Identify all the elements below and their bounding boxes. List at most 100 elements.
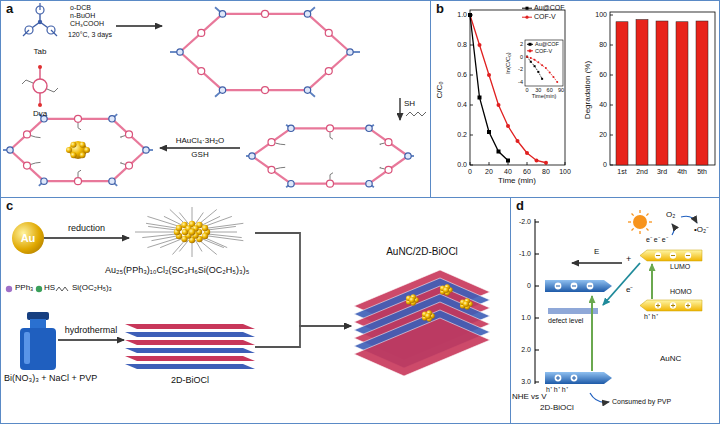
text-label: 2nd [636, 168, 648, 176]
tick-mark [535, 382, 539, 383]
text-label: 0 [525, 87, 528, 93]
text-label: -1.0 [519, 250, 531, 258]
data-point [525, 151, 529, 155]
panel-frame: b [430, 0, 720, 198]
ligand-ball [36, 286, 42, 292]
data-bar [656, 21, 668, 165]
node-text: Au [21, 232, 36, 244]
linker-ring [126, 131, 133, 138]
text-label: Degradation (%) [584, 61, 593, 119]
data-point [549, 72, 551, 74]
text-label: + [626, 255, 631, 265]
electron-sign [572, 286, 576, 287]
tick-mark [565, 162, 566, 165]
text-label: 4th [677, 168, 687, 176]
text-label: 1.0 [521, 314, 531, 322]
electron [655, 252, 661, 258]
legend-sample [525, 16, 528, 19]
sun-ray [628, 221, 631, 222]
imine-link [10, 150, 44, 181]
data-point [506, 159, 510, 163]
data-point [535, 159, 539, 163]
legend-text: Au@COF [534, 4, 564, 12]
flow-arrow [255, 326, 351, 347]
valence-band [545, 372, 612, 384]
thiol-chain [406, 112, 426, 116]
gold-particle: Au [12, 222, 44, 254]
aldehyde-group [38, 65, 42, 69]
nitrogen-atom [38, 20, 42, 24]
reaction-arrow [681, 216, 697, 223]
vinyl-group [330, 173, 333, 180]
amine-node [219, 11, 225, 17]
text-label: 60 [547, 87, 553, 93]
reactor-vessel: Bi(NO₃)₃ + NaCl + PVP [18, 310, 58, 370]
data-point [487, 73, 491, 77]
ligand-bond [135, 232, 178, 233]
linker-ring [385, 166, 392, 173]
data-point [534, 59, 536, 61]
text-label: 0 [520, 54, 523, 60]
ligand-bond [147, 216, 181, 227]
data-point [541, 78, 543, 80]
data-bar [636, 20, 648, 166]
tick-mark [527, 162, 528, 165]
text-label: o-DCB [70, 4, 91, 12]
gold-atom [176, 225, 182, 231]
imine-link [369, 128, 408, 156]
amine-node [366, 181, 372, 187]
text-label: e⁻ e⁻ e⁻ [646, 236, 668, 244]
tick-mark [610, 45, 613, 46]
legend-text: COF-V [534, 13, 556, 21]
node-text: Au₂₅(PPh₃)₁₀Cl₂(SC₃H₆Si(OC₂H₅)₃)₅ [105, 266, 249, 276]
text-label: GSH [191, 151, 208, 160]
data-point [552, 76, 554, 78]
text-label: Consumed by PVP [612, 398, 671, 406]
text-label: 60 [523, 168, 531, 176]
defect-band [548, 308, 598, 314]
excitation-arrow [651, 264, 653, 299]
edge-label: hydrothermal [63, 326, 120, 336]
gold-atom [80, 142, 86, 148]
legend-sample [526, 7, 529, 10]
text-label: CH₃COOH [70, 20, 104, 28]
inset-frame [525, 40, 563, 86]
data-point [478, 96, 482, 100]
panel-letter: c [6, 199, 13, 213]
amine-node [249, 153, 255, 159]
plot-frame [470, 10, 565, 165]
cluster-structure: Au₂₅(PPh₃)₁₀Cl₂(SC₃H₆Si(OC₂H₅)₃)₅ [130, 204, 255, 262]
gold-atom [84, 147, 90, 153]
linker-ring [327, 125, 334, 132]
hole [685, 302, 691, 308]
amine-node [366, 125, 372, 131]
electron-sign [588, 286, 592, 287]
text-label: Tab [34, 48, 47, 57]
vinyl-group [275, 143, 285, 145]
text-label: C/C₀ [436, 81, 445, 98]
crystal-layer [125, 364, 255, 369]
sun-ray [639, 231, 640, 234]
amine-group [51, 30, 57, 36]
tick-mark [610, 105, 613, 106]
vessel-body [20, 328, 56, 370]
gold-atom [202, 225, 208, 231]
tick-mark [610, 165, 613, 166]
linker-ring [126, 162, 133, 169]
text-label: HS [44, 284, 55, 293]
data-point [478, 43, 482, 47]
text-label: 1.0 [457, 11, 467, 19]
vinyl-group [78, 170, 81, 177]
text-label: 0.0 [457, 161, 467, 169]
electron [571, 283, 578, 290]
sun-ray [649, 221, 652, 222]
text-label: -4 [518, 79, 523, 85]
amine-node [143, 147, 149, 153]
text-label: HOMO [670, 288, 692, 296]
benzene-ring [33, 79, 47, 93]
ligand-bond [146, 223, 179, 228]
field-arrow [572, 262, 622, 263]
sun-ray [646, 214, 648, 216]
nanosheet-stack: 2D-BiOCl [125, 322, 255, 372]
reaction-arrow [116, 25, 162, 26]
